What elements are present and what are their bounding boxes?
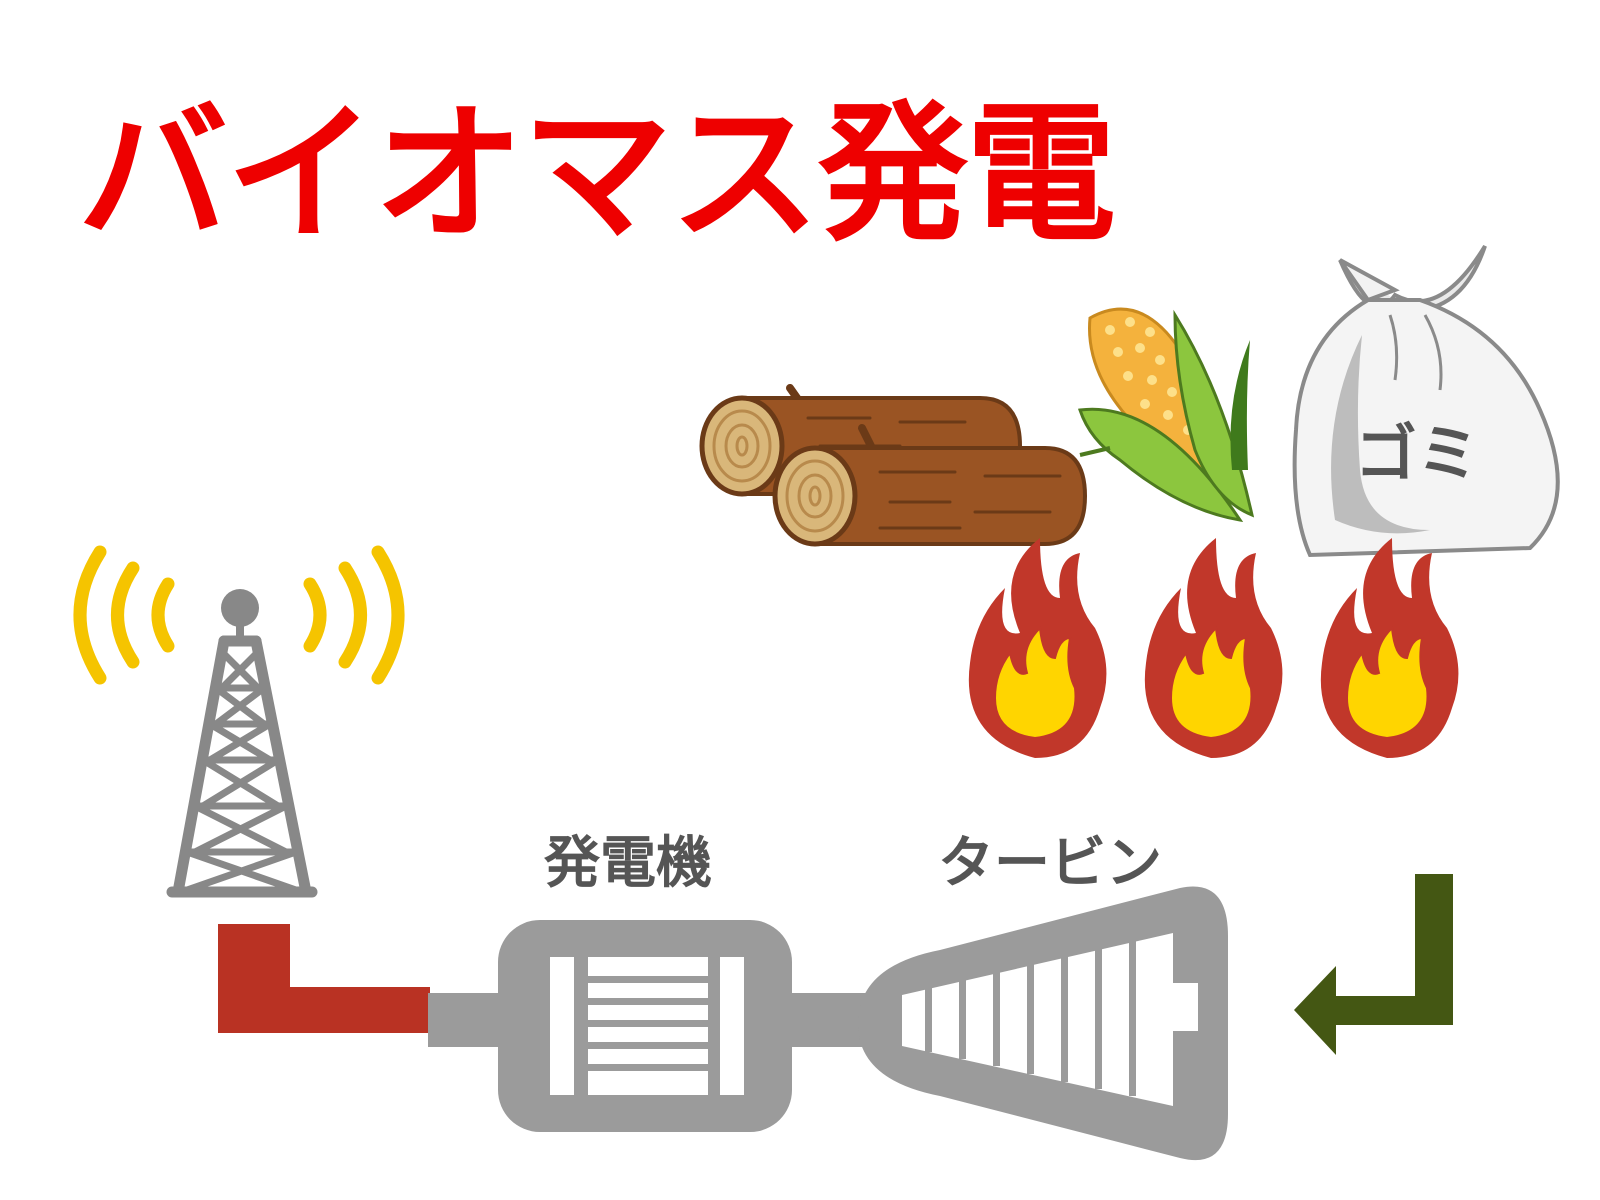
- radio-tower-icon: [73, 545, 405, 898]
- fire-icon: [1320, 538, 1459, 758]
- generator-icon: [498, 920, 792, 1132]
- page-title: バイオマス発電: [78, 88, 1116, 262]
- corn-icon: [1077, 307, 1255, 523]
- shaft-middle: [788, 993, 868, 1047]
- generator-label: 発電機: [544, 831, 712, 896]
- fire-icon: [1144, 538, 1283, 758]
- turbine-icon: [858, 886, 1228, 1161]
- power-line: [218, 924, 430, 1033]
- log-icon: [699, 384, 1088, 547]
- shaft-left: [428, 993, 502, 1047]
- garbage-bag-icon: ゴミ: [1292, 244, 1560, 558]
- turbine-label: タービン: [938, 831, 1162, 896]
- fire-icon: [968, 538, 1107, 758]
- garbage-label: ゴミ: [1355, 417, 1479, 490]
- return-arrow-icon: [1294, 874, 1453, 1055]
